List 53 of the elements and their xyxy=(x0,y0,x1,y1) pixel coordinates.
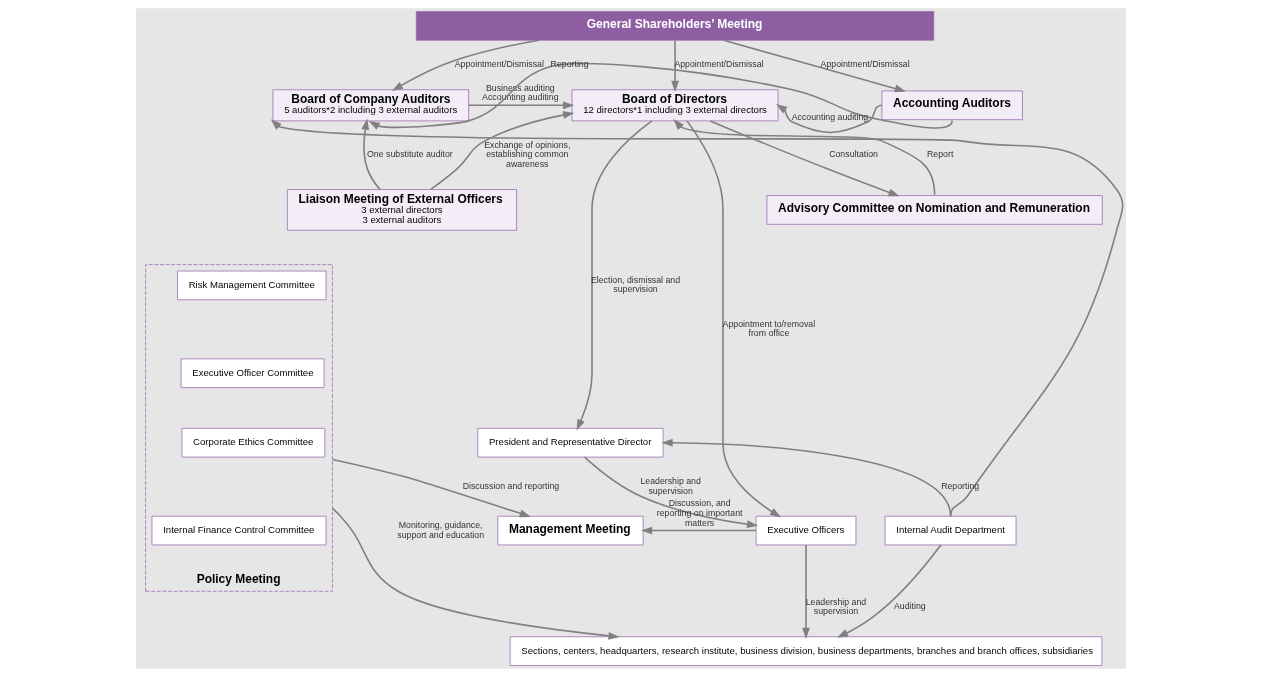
arrow xyxy=(270,119,1123,517)
edge-label: Report xyxy=(926,149,953,160)
node-box: Corporate Ethics Committee xyxy=(181,427,325,458)
edge-label: Election, dismissal and supervision xyxy=(590,274,680,295)
node-box: Sections, centers, headquarters, research institute, business division, business departments, branches and branch offices, subsidiaries xyxy=(509,636,1102,666)
node-box: Board of Company Auditors 5 auditors*2 including 3 external auditors xyxy=(272,89,469,122)
arrow xyxy=(368,62,953,130)
edge-label: Leadership and supervision xyxy=(639,476,701,496)
node-box: Board of Directors 12 directors*1 including 3 external directors xyxy=(571,89,778,122)
arrow xyxy=(576,120,653,431)
arrow xyxy=(467,101,574,110)
arrow xyxy=(685,120,781,518)
edge-label: Appointment/Dismissal xyxy=(820,59,910,70)
arrow xyxy=(429,111,574,191)
node-box: Executive Officers xyxy=(755,515,856,546)
node-box: Management Meeting xyxy=(496,515,643,546)
edge-label: Appointment/Dismissal xyxy=(673,59,764,70)
edge-label: Monitoring, guidance, support and education xyxy=(396,520,484,540)
arrow xyxy=(583,456,758,529)
node-box: Internal Finance Control Committee xyxy=(151,515,326,546)
arrow xyxy=(391,39,540,91)
edge-label: Leadership and supervision xyxy=(805,596,866,617)
edge-label: Auditing xyxy=(893,601,926,612)
edge-label: Reporting xyxy=(940,480,979,491)
arrow xyxy=(708,120,900,197)
edge-label: Appointment/Dismissal xyxy=(454,59,544,70)
arrow xyxy=(775,103,883,134)
arrow xyxy=(722,39,906,93)
node-box: Liaison Meeting of External Officers 3 external directors 3 external auditors xyxy=(286,189,517,231)
edge-label: Reporting xyxy=(550,59,589,70)
edge-label: Consultation xyxy=(828,149,878,160)
edge-label: Appointment to/removal from office xyxy=(722,318,815,339)
arrow xyxy=(360,118,381,191)
arrow xyxy=(331,507,620,640)
node-box: Internal Audit Department xyxy=(884,515,1016,546)
arrow xyxy=(801,544,810,639)
arrow xyxy=(660,438,951,517)
node-box: President and Representative Director xyxy=(476,427,663,458)
arrow xyxy=(836,544,942,638)
node-box: Executive Officer Committee xyxy=(180,358,324,388)
arrow xyxy=(672,119,935,196)
edge-label: Discussion, and reporting on important matters xyxy=(656,498,742,528)
arrow xyxy=(331,458,531,518)
arrow xyxy=(670,39,679,93)
edge-label: Accounting auditing xyxy=(791,111,868,122)
edge-label: Discussion and reporting xyxy=(462,480,559,491)
node-box: Risk Management Committee xyxy=(176,270,326,301)
node-box: General Shareholders’ Meeting xyxy=(415,11,934,41)
edge-label: One substitute auditor xyxy=(366,149,453,160)
node-box: Advisory Committee on Nomination and Remuneration xyxy=(766,195,1103,225)
arrow xyxy=(640,526,757,535)
node-box: Accounting Auditors xyxy=(881,90,1023,121)
edge-label: Exchange of opinions, establishing common awareness xyxy=(483,139,570,170)
